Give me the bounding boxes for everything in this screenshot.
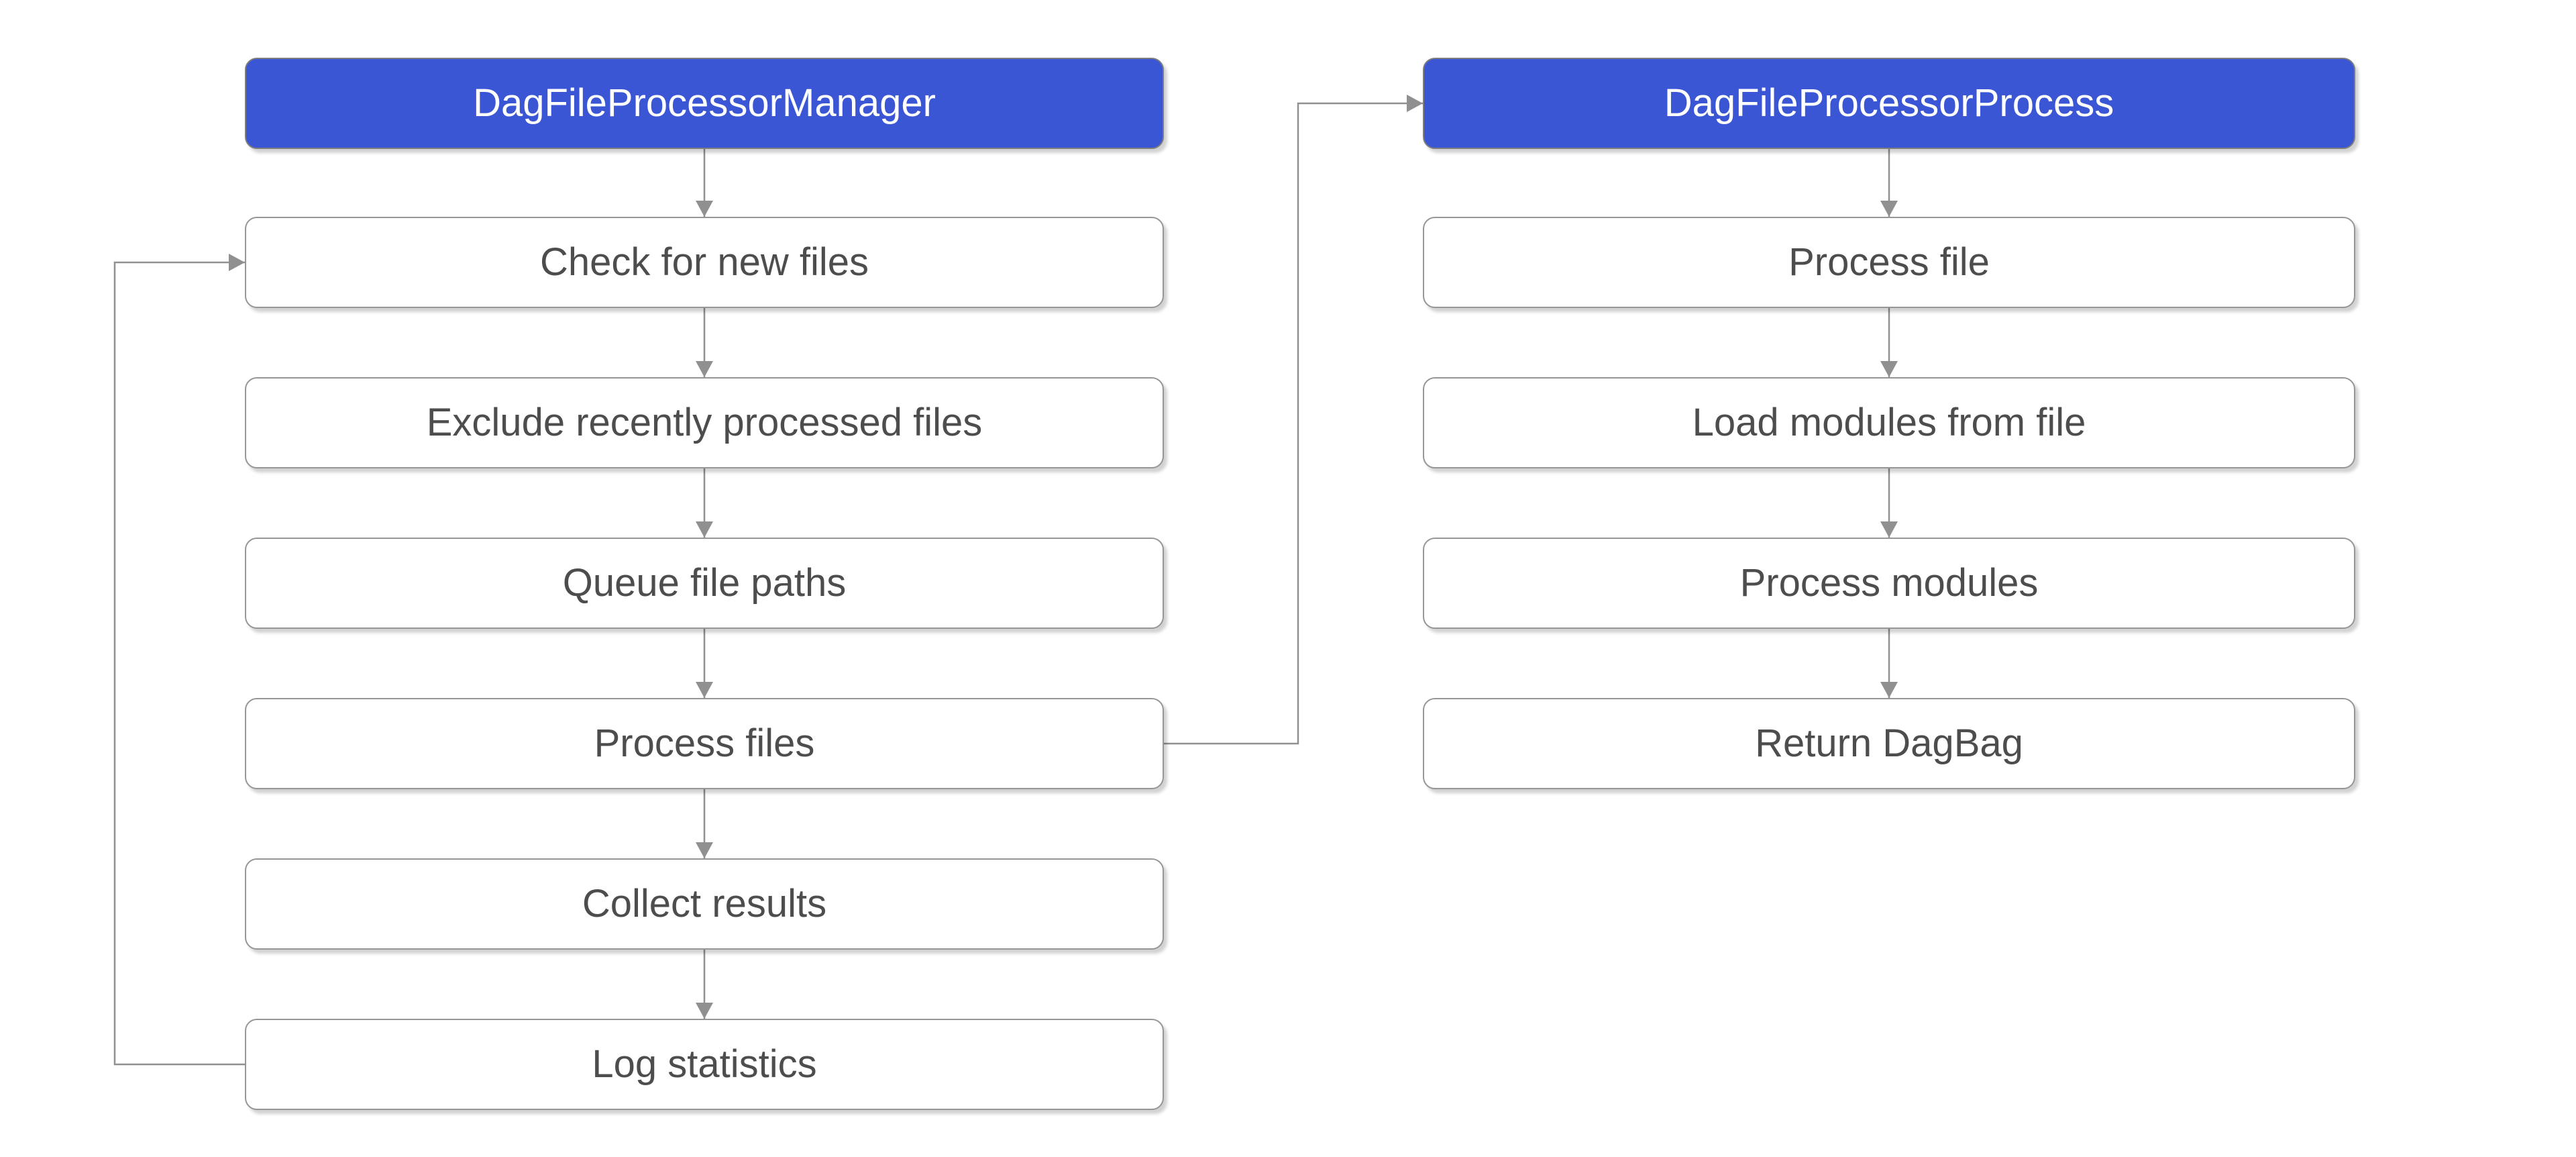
node-dag-file-processor-manager: DagFileProcessorManager [245, 58, 1164, 149]
node-log-statistics: Log statistics [245, 1019, 1164, 1110]
node-process-modules: Process modules [1423, 538, 2355, 629]
node-check-for-new-files: Check for new files [245, 217, 1164, 308]
node-return-dagbag: Return DagBag [1423, 698, 2355, 789]
node-collect-results: Collect results [245, 858, 1164, 950]
node-dag-file-processor-process: DagFileProcessorProcess [1423, 58, 2355, 149]
node-load-modules-from-file: Load modules from file [1423, 377, 2355, 468]
node-process-file: Process file [1423, 217, 2355, 308]
node-exclude-recently-processed-files: Exclude recently processed files [245, 377, 1164, 468]
edge-log-to-check-loop [113, 254, 245, 1066]
node-queue-file-paths: Queue file paths [245, 538, 1164, 629]
node-process-files: Process files [245, 698, 1164, 789]
edge-processfiles-to-processor [1164, 95, 1423, 745]
